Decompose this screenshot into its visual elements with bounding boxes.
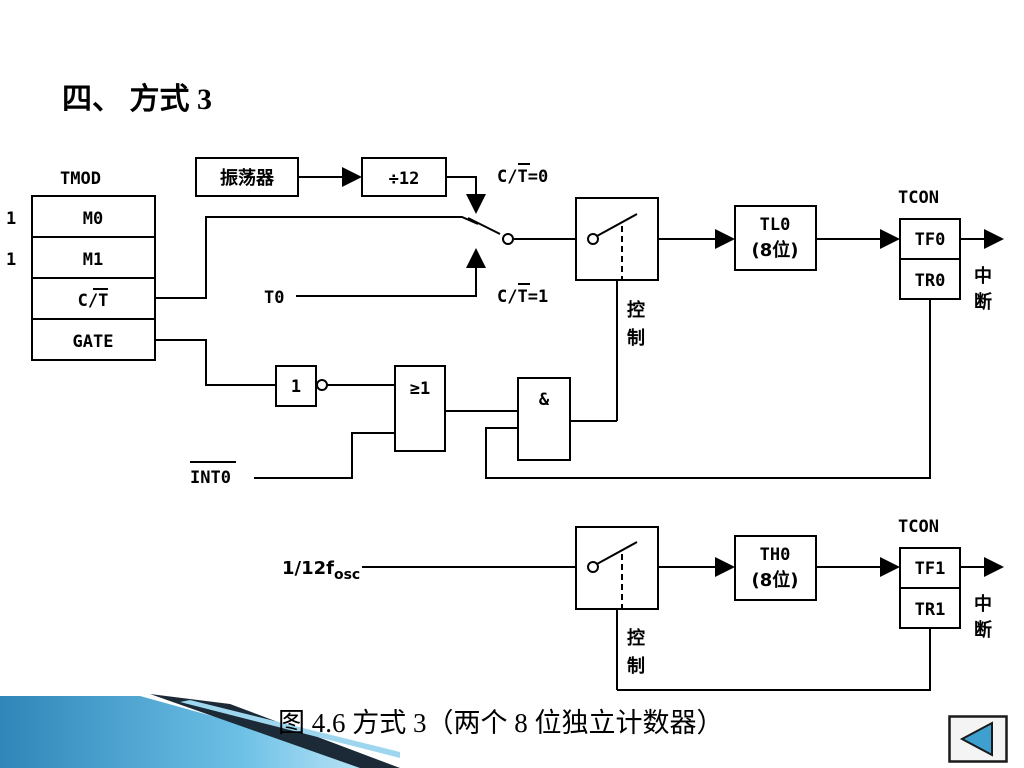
tf0-label: TF0 [915,230,946,250]
tf1-label: TF1 [915,559,946,579]
and-gate-label: & [539,390,550,410]
decorative-band [0,694,400,768]
control-label-1b: 制 [627,328,645,349]
tl0-register [734,205,817,271]
tmod-m1-value: 1 [6,250,16,270]
control-label-1a: 控 [627,299,645,321]
triangle-left-icon [959,721,993,757]
tmod-m1: M1 [83,250,103,270]
control-label-2a: 控 [627,627,645,649]
interrupt-label-2b: 断 [974,619,992,641]
fosc-label: 1/12fosc [282,558,360,583]
t0-label: T0 [264,288,284,308]
tr0-label: TR0 [915,271,946,291]
tcon-title-2: TCON [898,517,939,537]
control-switch-1 [575,197,659,281]
oscillator-label: 振荡器 [220,167,275,189]
interrupt-label-1a: 中 [974,265,992,287]
control-label-2b: 制 [627,656,645,677]
ct0-label: C/T=0 [497,167,548,187]
th0-bits: (8位) [752,569,799,591]
back-button[interactable] [948,715,1008,763]
tr1-label: TR1 [915,600,946,620]
slide-title: 四、 方式 3 [62,83,212,116]
tmod-ct: C/T [78,291,109,311]
tmod-title: TMOD [60,169,101,189]
tl0-bits: (8位) [752,239,799,261]
tcon-title-1: TCON [898,188,939,208]
not-gate-label: 1 [291,377,301,397]
interrupt-label-1b: 断 [974,291,992,313]
not-gate [275,365,317,407]
th0-register [734,535,817,601]
interrupt-label-2a: 中 [974,593,992,615]
ct1-label: C/T=1 [497,287,548,307]
tl0-name: TL0 [760,215,791,235]
and-gate [517,377,571,461]
figure-caption: 图 4.6 方式 3（两个 8 位独立计数器） [278,708,724,738]
tmod-m0-value: 1 [6,209,16,229]
divider-label: ÷12 [389,169,420,189]
tmod-gate: GATE [73,332,114,352]
divider-box [361,157,447,197]
int0-label: INT0 [190,468,231,488]
tmod-m0: M0 [83,209,103,229]
or-gate-label: ≥1 [410,379,430,399]
or-gate [394,365,446,452]
th0-name: TH0 [760,545,791,565]
